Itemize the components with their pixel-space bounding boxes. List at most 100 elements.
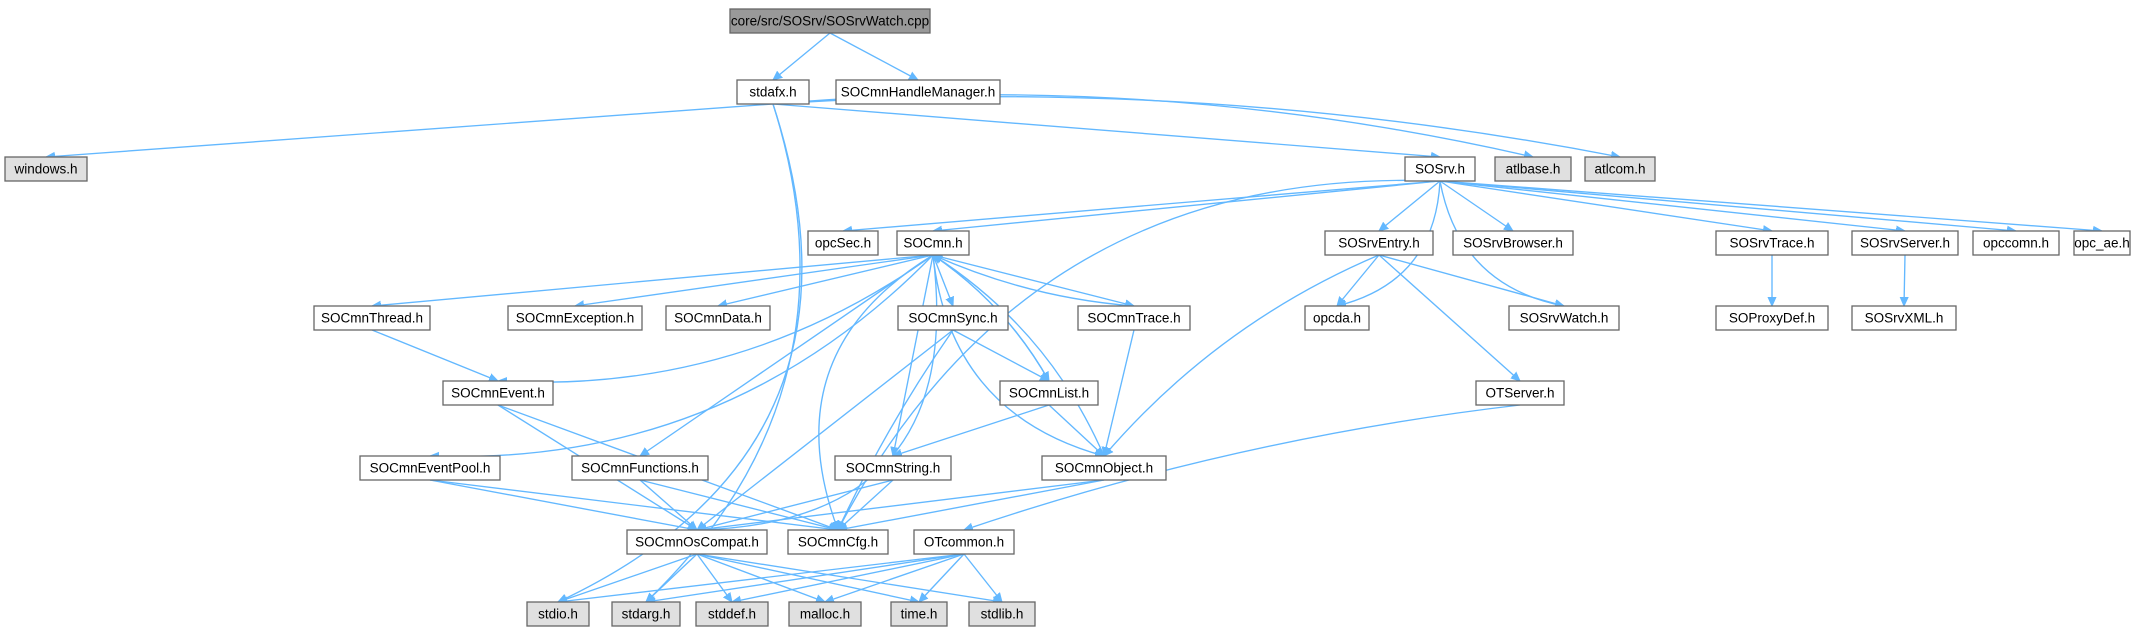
node-sosrvserver[interactable]: SOSrvServer.h: [1851, 230, 1959, 256]
edge-otcommon-to-malloc: [825, 553, 965, 602]
node-box-socmntrace: [1077, 305, 1191, 331]
node-box-stdio: [526, 601, 590, 627]
edge-sosrv-to-opcda: [1337, 180, 1441, 306]
node-opcsec[interactable]: opcSec.h: [807, 230, 879, 256]
node-sosrvwatch[interactable]: SOSrvWatch.h: [1508, 305, 1620, 331]
node-otserver[interactable]: OTServer.h: [1475, 380, 1565, 406]
node-label-stdarg: stdarg.h: [622, 607, 671, 622]
node-sosrvbrowser[interactable]: SOSrvBrowser.h: [1452, 230, 1574, 256]
node-label-socmnthread: SOCmnThread.h: [321, 311, 423, 326]
edge-socmnsync-to-socmnoscompat: [697, 329, 954, 530]
edge-socmn-to-socmnthread: [372, 254, 934, 306]
node-socmncfg[interactable]: SOCmnCfg.h: [787, 529, 889, 555]
node-hmgr[interactable]: SOCmnHandleManager.h: [835, 79, 1001, 105]
edge-socmnoscompat-to-stdarg: [646, 553, 698, 602]
edge-sosrventry-to-otserver: [1378, 254, 1520, 381]
node-socmnlist[interactable]: SOCmnList.h: [999, 380, 1099, 406]
edge-socmnlist-to-socmnstring: [893, 404, 1050, 456]
node-box-stdafx: [736, 79, 810, 105]
node-socmnoscompat[interactable]: SOCmnOsCompat.h: [626, 529, 768, 555]
node-socmn[interactable]: SOCmn.h: [896, 230, 970, 256]
node-stdafx[interactable]: stdafx.h: [736, 79, 810, 105]
node-label-sosrv: SOSrv.h: [1415, 162, 1465, 177]
node-opccomn[interactable]: opccomn.h: [1972, 230, 2060, 256]
edge-socmnobject-to-socmncfg: [838, 479, 1105, 530]
node-box-otserver: [1475, 380, 1565, 406]
node-socmndata[interactable]: SOCmnData.h: [665, 305, 771, 331]
node-label-socmneventpool: SOCmnEventPool.h: [370, 461, 491, 476]
node-label-socmnevent: SOCmnEvent.h: [451, 386, 545, 401]
node-label-otserver: OTServer.h: [1485, 386, 1554, 401]
node-box-socmnobject: [1041, 455, 1167, 481]
edge-sosrv-to-sosrvtrace: [1439, 180, 1772, 231]
node-sosrvxml[interactable]: SOSrvXML.h: [1851, 305, 1957, 331]
edge-socmn-to-socmnstring: [893, 254, 934, 456]
node-box-socmnexception: [507, 305, 643, 331]
edge-socmnlist-to-socmnobject: [1048, 404, 1104, 456]
edge-socmnsync-to-socmncfg: [837, 329, 954, 530]
node-box-stdarg: [611, 601, 681, 627]
node-stdlib: stdlib.h: [968, 601, 1036, 627]
edge-socmn-to-socmnfunctions: [640, 254, 934, 456]
node-sosrventry[interactable]: SOSrvEntry.h: [1324, 230, 1434, 256]
node-box-sosrvwatch: [1508, 305, 1620, 331]
node-socmneventpool[interactable]: SOCmnEventPool.h: [359, 455, 501, 481]
node-malloc: malloc.h: [788, 601, 862, 627]
node-socmnexception[interactable]: SOCmnException.h: [507, 305, 643, 331]
node-box-socmnstring: [834, 455, 952, 481]
node-label-socmndata: SOCmnData.h: [674, 311, 762, 326]
node-opcae[interactable]: opc_ae.h: [2073, 230, 2131, 256]
edge-socmn-to-socmneventpool: [430, 254, 934, 457]
edge-socmn-to-socmntrace: [932, 254, 1134, 306]
node-label-sosrvserver: SOSrvServer.h: [1860, 236, 1950, 251]
edge-socmn-to-socmncfg: [818, 254, 934, 530]
node-socmnthread[interactable]: SOCmnThread.h: [313, 305, 431, 331]
node-label-socmn: SOCmn.h: [903, 236, 962, 251]
edge-socmneventpool-to-socmnoscompat: [429, 479, 697, 530]
edge-sosrventry-to-socmnobject: [1104, 254, 1380, 456]
node-label-socmnfunctions: SOCmnFunctions.h: [581, 461, 699, 476]
node-box-stddef: [695, 601, 769, 627]
node-socmnobject[interactable]: SOCmnObject.h: [1041, 455, 1167, 481]
node-label-stdafx: stdafx.h: [749, 85, 796, 100]
node-box-sosrvtrace: [1715, 230, 1829, 256]
node-sosrvtrace[interactable]: SOSrvTrace.h: [1715, 230, 1829, 256]
node-label-soproxydef: SOProxyDef.h: [1729, 311, 1815, 326]
node-sosrv[interactable]: SOSrv.h: [1404, 156, 1476, 182]
edge-socmnsync-to-socmnlist: [952, 329, 1049, 382]
edge-sosrv-to-opcsec: [843, 180, 1441, 231]
node-socmnfunctions[interactable]: SOCmnFunctions.h: [571, 455, 709, 481]
edge-socmnthread-to-socmnevent: [371, 329, 498, 381]
node-socmnstring[interactable]: SOCmnString.h: [834, 455, 952, 481]
node-label-opcsec: opcSec.h: [815, 236, 871, 251]
node-socmntrace[interactable]: SOCmnTrace.h: [1077, 305, 1191, 331]
node-atlbase: atlbase.h: [1494, 156, 1572, 182]
node-stdarg: stdarg.h: [611, 601, 681, 627]
edge-otcommon-to-time: [919, 553, 965, 602]
edge-socmn-to-socmndata: [718, 254, 934, 306]
node-socmnsync[interactable]: SOCmnSync.h: [897, 305, 1009, 331]
node-label-socmnstring: SOCmnString.h: [846, 461, 941, 476]
node-box-opcda: [1304, 305, 1370, 331]
node-soproxydef[interactable]: SOProxyDef.h: [1715, 305, 1829, 331]
node-label-atlbase: atlbase.h: [1506, 162, 1561, 177]
node-box-socmn: [896, 230, 970, 256]
node-label-sosrvwatch: SOSrvWatch.h: [1520, 311, 1609, 326]
edge-sosrventry-to-sosrvwatch: [1378, 254, 1564, 306]
edge-sosrventry-to-opcda: [1337, 254, 1380, 306]
edge-socmneventpool-to-socmncfg: [429, 479, 838, 530]
node-box-opcae: [2073, 230, 2131, 256]
node-label-otcommon: OTcommon.h: [924, 535, 1004, 550]
edge-sosrv-to-opcae: [1439, 180, 2102, 231]
node-otcommon[interactable]: OTcommon.h: [913, 529, 1015, 555]
edge-root-to-stdafx: [773, 32, 831, 80]
node-label-root: core/src/SOSrv/SOSrvWatch.cpp: [731, 14, 929, 29]
node-socmnevent[interactable]: SOCmnEvent.h: [442, 380, 554, 406]
node-label-socmnlist: SOCmnList.h: [1009, 386, 1089, 401]
node-label-stddef: stddef.h: [708, 607, 756, 622]
node-label-socmnexception: SOCmnException.h: [516, 311, 635, 326]
node-opcda[interactable]: opcda.h: [1304, 305, 1370, 331]
node-label-windows: windows.h: [13, 162, 77, 177]
